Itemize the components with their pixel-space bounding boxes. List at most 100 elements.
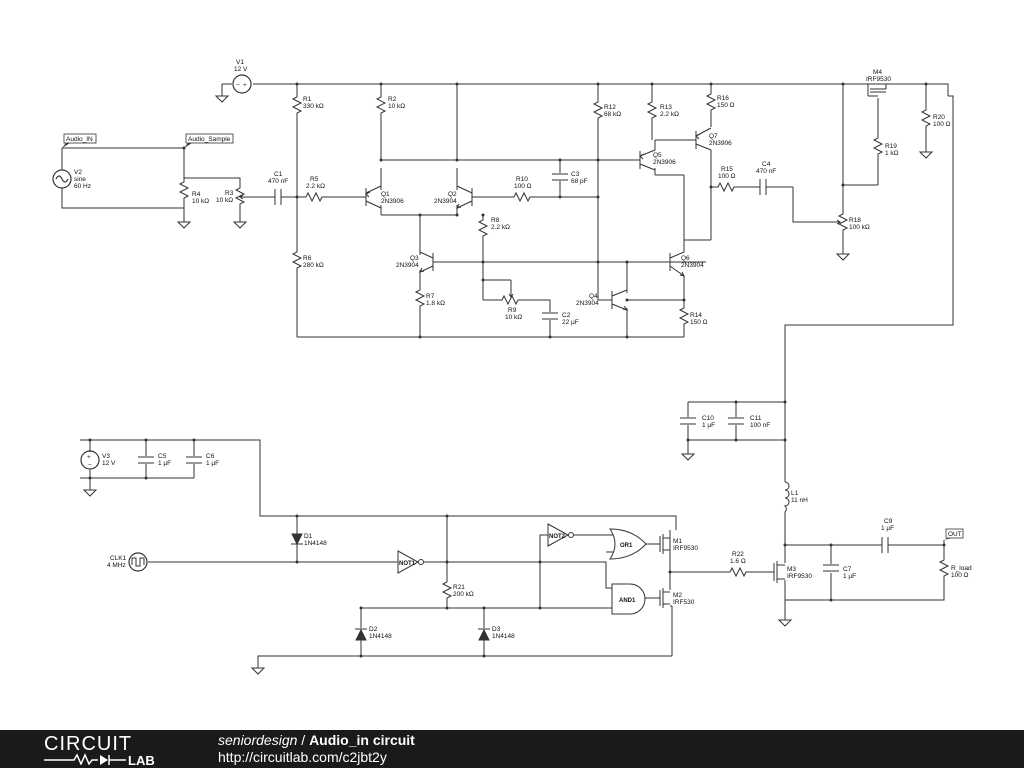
- r10-value-label: 100 Ω: [514, 183, 532, 190]
- rload-name-label: R_load: [951, 565, 972, 572]
- c6-name-label: C6: [206, 453, 215, 460]
- transistor-q3[interactable]: [419, 251, 440, 273]
- m1-name-label: M1: [673, 538, 682, 545]
- r4-name-label: R4: [192, 191, 201, 198]
- c10-name-label: C10: [702, 415, 714, 422]
- q7-value-label: 2N3906: [709, 140, 732, 147]
- c4-name-label: C4: [762, 161, 771, 168]
- voltage-source-v2[interactable]: V2 sine 60 Hz: [52, 169, 91, 190]
- transistor-q2[interactable]: [456, 185, 473, 209]
- clock-source-clk1[interactable]: CLK1 4 MHz: [107, 552, 148, 572]
- resistor-rload[interactable]: [938, 558, 950, 582]
- v2-name-label: V2: [74, 169, 82, 176]
- m3-name-label: M3: [787, 566, 796, 573]
- schematic-canvas[interactable]: −+ V1 12 V V2 sine 60 Hz Audio_IN Audio_…: [0, 0, 1024, 730]
- r20-value-label: 100 Ω: [933, 121, 951, 128]
- capacitor-c9[interactable]: [880, 537, 890, 553]
- voltage-source-v3[interactable]: +− V3 12 V: [80, 450, 116, 470]
- resistor-r6[interactable]: [291, 250, 303, 272]
- resistor-r12[interactable]: [592, 100, 604, 120]
- resistor-r19[interactable]: [872, 136, 884, 158]
- transistor-q7[interactable]: [695, 127, 712, 151]
- or-gate-or1[interactable]: [609, 528, 647, 560]
- schematic-url[interactable]: http://circuitlab.com/c2jbt2y: [218, 749, 387, 765]
- circuitlab-logo[interactable]: CIRCUIT LAB: [44, 733, 184, 765]
- capacitor-c10[interactable]: [680, 417, 696, 425]
- resistor-r5[interactable]: [304, 191, 326, 203]
- d2-name-label: D2: [369, 626, 378, 633]
- v1-value: 12 V: [234, 66, 248, 73]
- net_labels-audio_sample-label: Audio_Sample: [188, 136, 231, 143]
- mosfet-m2[interactable]: [659, 588, 670, 608]
- not-gate-not1[interactable]: [397, 550, 424, 574]
- r6-name-label: R6: [303, 255, 312, 262]
- r21-value-label: 200 kΩ: [453, 591, 474, 598]
- m2-value-label: IRF530: [673, 599, 695, 606]
- and1-name-label: AND1: [619, 598, 636, 604]
- net-label-audio-in[interactable]: Audio_IN: [62, 133, 97, 148]
- resistor-r15[interactable]: [716, 181, 740, 193]
- author-name[interactable]: seniordesign: [218, 732, 298, 748]
- potentiometer-r3[interactable]: [234, 186, 246, 208]
- and-gate-and1[interactable]: [611, 583, 646, 615]
- transistor-q6[interactable]: [669, 251, 706, 277]
- ground-icon: [233, 215, 247, 229]
- net-label-out[interactable]: OUT: [944, 528, 964, 540]
- transistor-q4[interactable]: [611, 289, 629, 311]
- resistor-r4[interactable]: [178, 178, 190, 200]
- ground-icon: [215, 89, 229, 103]
- c3-name-label: C3: [571, 171, 580, 178]
- capacitor-c11[interactable]: [728, 417, 744, 425]
- potentiometer-r9[interactable]: [500, 292, 522, 306]
- diode-d2[interactable]: [355, 628, 367, 641]
- schematic-title[interactable]: seniordesign / Audio_in circuit: [218, 732, 415, 748]
- m1-value-label: IRF9530: [673, 545, 698, 552]
- capacitor-c3[interactable]: [552, 173, 568, 181]
- inductor-l1[interactable]: [783, 481, 790, 513]
- capacitor-c6[interactable]: [186, 456, 202, 464]
- label-label: −: [236, 82, 240, 89]
- transistor-q1[interactable]: [359, 185, 382, 209]
- resistor-r20[interactable]: [920, 108, 932, 130]
- resistor-r7[interactable]: [414, 288, 426, 310]
- r14-name-label: R14: [690, 312, 702, 319]
- capacitor-c4[interactable]: [758, 179, 770, 195]
- q5-value-label: 2N3906: [653, 159, 676, 166]
- net-label-audio-sample[interactable]: Audio_Sample: [184, 133, 234, 148]
- resistor-r16[interactable]: [705, 92, 717, 114]
- mosfet-m4[interactable]: [867, 84, 887, 97]
- d1-value-label: 1N4148: [304, 540, 327, 547]
- capacitor-c5[interactable]: [138, 456, 154, 464]
- resistor-r10[interactable]: [512, 191, 536, 203]
- mosfet-m3[interactable]: [773, 561, 785, 583]
- l1-name-label: L1: [791, 490, 799, 497]
- q5-name-label: Q5: [653, 152, 662, 159]
- resistor-r1[interactable]: [291, 95, 303, 117]
- resistor-r22[interactable]: [728, 566, 752, 578]
- voltage-source-v1[interactable]: −+ V1 12 V: [232, 59, 252, 94]
- resistor-r21[interactable]: [441, 580, 453, 600]
- resistor-r8[interactable]: [477, 215, 489, 238]
- potentiometer-r18[interactable]: [835, 212, 849, 234]
- r16-name-label: R16: [717, 95, 729, 102]
- r10-name-label: R10: [516, 176, 528, 183]
- transistor-q5[interactable]: [639, 140, 656, 175]
- clk1-value-label: 4 MHz: [107, 562, 126, 569]
- r14-value-label: 150 Ω: [690, 319, 708, 326]
- capacitor-c1[interactable]: [268, 189, 288, 205]
- v2-line2-label: sine: [74, 176, 86, 183]
- resistor-r13[interactable]: [646, 100, 658, 120]
- not1-name-label: NOT1: [399, 561, 416, 567]
- capacitor-c2[interactable]: [542, 312, 558, 320]
- diode-d3[interactable]: [478, 628, 490, 641]
- mosfet-m1[interactable]: [659, 530, 671, 554]
- capacitor-c7[interactable]: [823, 564, 839, 572]
- footer-bar: CIRCUIT LAB seniordesign / Audio_in circ…: [0, 730, 1024, 768]
- resistor-r14[interactable]: [678, 306, 690, 328]
- v3-name-label: V3: [102, 453, 110, 460]
- m4-name-label: M4: [873, 69, 882, 76]
- c1-name-label: C1: [274, 171, 283, 178]
- resistor-r2[interactable]: [375, 95, 387, 117]
- diode-d1[interactable]: [291, 533, 303, 546]
- not-gate-not2[interactable]: [547, 523, 574, 547]
